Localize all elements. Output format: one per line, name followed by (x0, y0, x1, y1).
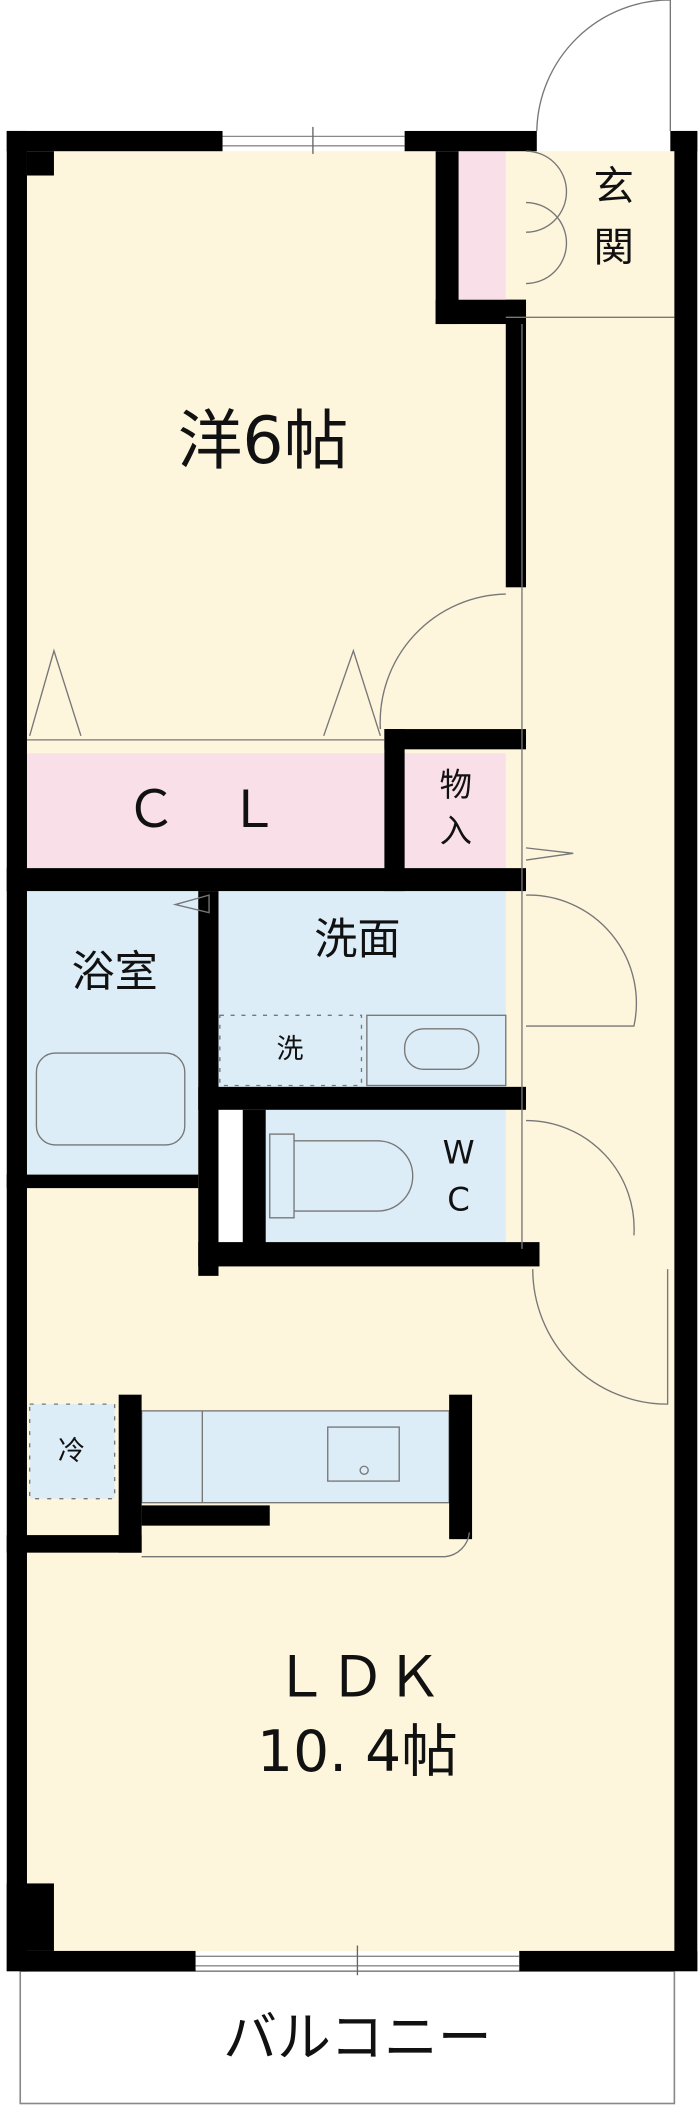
fridge-space (28, 1403, 116, 1500)
kitchen-counter (140, 1410, 450, 1504)
toilet-area (265, 1109, 506, 1243)
doors (26, 0, 675, 1558)
fridge-label: 冷 (58, 1436, 85, 1467)
balcony-area (19, 1970, 676, 2105)
entrance-label-1: 玄 (593, 162, 633, 210)
bathroom-area (26, 891, 199, 1175)
ldk-label: ＬＤＫ (272, 1645, 442, 1711)
entrance-label-2: 関 (593, 223, 633, 271)
toilet-label-2: C (447, 1181, 470, 1219)
balcony-label: バルコニー (223, 2006, 492, 2069)
toilet-label-1: W (443, 1133, 475, 1171)
storage-label-2: 入 (440, 812, 472, 850)
kitchen-sink-icon (327, 1426, 400, 1482)
shoe-closet (458, 151, 506, 300)
sink-drain-icon (359, 1465, 369, 1476)
closet-label: Ｃ Ｌ (125, 780, 279, 840)
walls (6, 130, 698, 1972)
toilet-icon (269, 1133, 414, 1219)
bathroom-label: 浴室 (71, 947, 157, 997)
ldk-size-label: 10. 4帖 (257, 1719, 458, 1785)
washroom-label: 洗面 (314, 915, 400, 965)
bathtub-icon (35, 1052, 186, 1146)
background (0, 0, 700, 131)
western-room-label: 洋6帖 (178, 404, 349, 479)
washroom-area (218, 891, 506, 1087)
balcony-window (195, 1945, 520, 1976)
wash-basin-icon (403, 1028, 480, 1070)
pipe-space (218, 1109, 243, 1243)
storage-area (404, 753, 506, 869)
top-window (222, 126, 405, 154)
washer-label: 洗 (277, 1034, 304, 1065)
storage-label-1: 物 (440, 766, 472, 804)
closet-area (26, 753, 385, 869)
sink-counter (366, 1014, 507, 1087)
